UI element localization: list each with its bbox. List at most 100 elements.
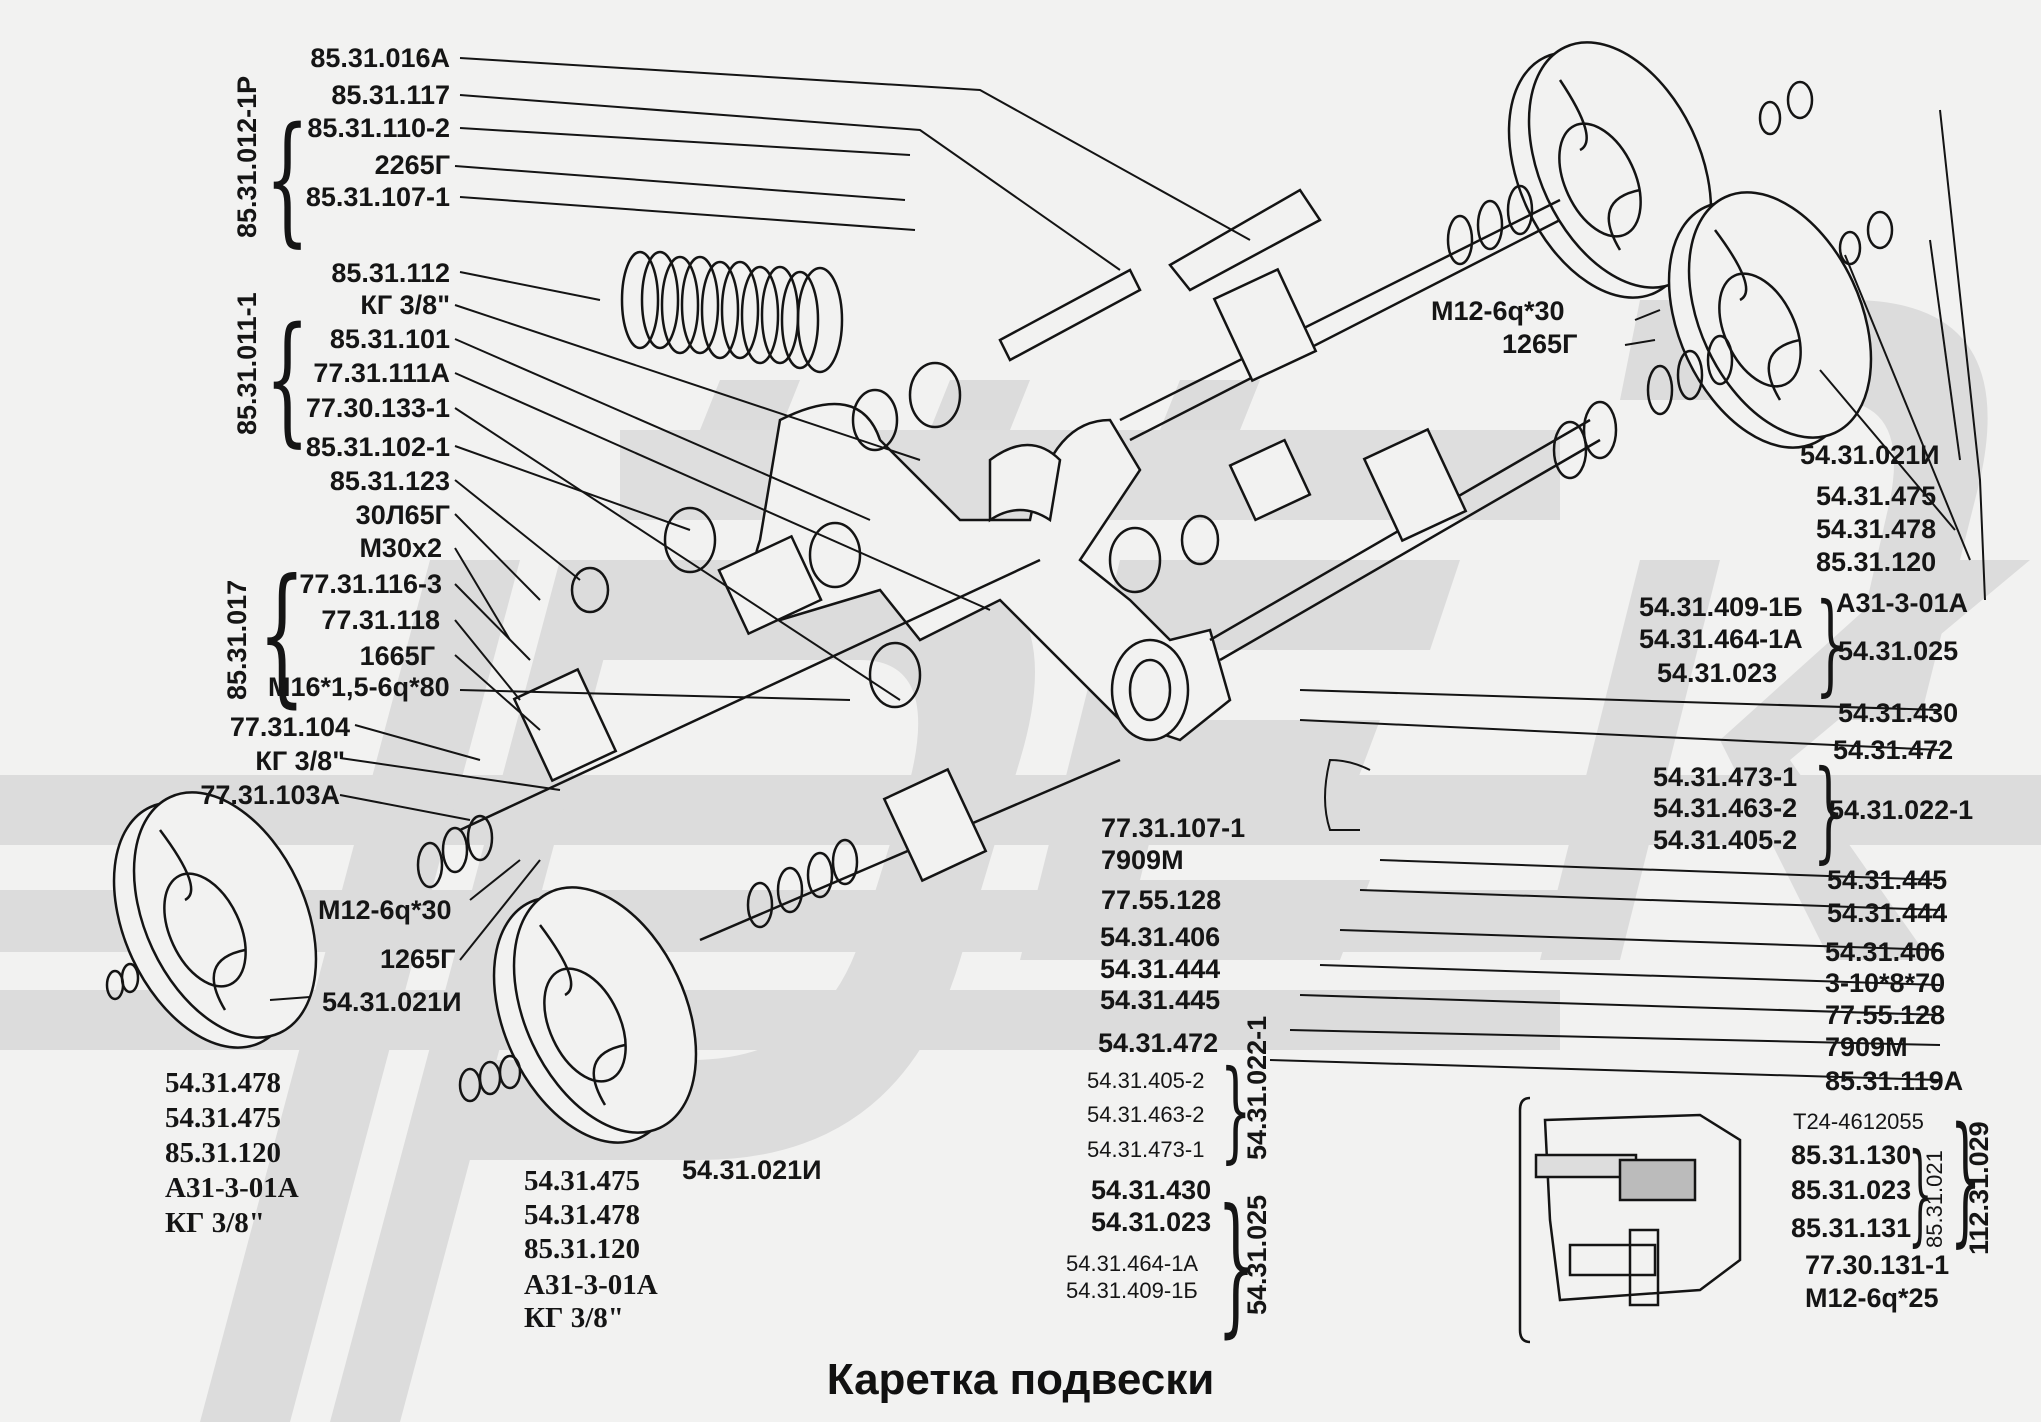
part-label[interactable]: КГ 3/8" <box>524 1302 624 1334</box>
part-label[interactable]: 54.31.021И <box>682 1155 822 1185</box>
part-label[interactable]: 54.31.409-1Б <box>1066 1278 1198 1303</box>
part-label[interactable]: М16*1,5-6q*80 <box>268 672 450 702</box>
part-label[interactable]: 54.31.406 <box>1825 937 1946 967</box>
group-label-54-31-022-1-right: 54.31.022-1 <box>1829 795 1974 825</box>
part-label[interactable]: 3-10*8*70 <box>1825 968 1946 998</box>
part-label[interactable]: КГ 3/8" <box>255 746 345 776</box>
part-label[interactable]: М12-6q*30 <box>318 895 452 925</box>
group-label-85-31-012-1p: 85.31.012-1Р <box>232 75 262 238</box>
part-label[interactable]: 54.31.430 <box>1091 1175 1212 1205</box>
part-label[interactable]: 54.31.464-1А <box>1066 1251 1199 1276</box>
part-label[interactable]: 85.31.130 <box>1791 1140 1912 1170</box>
part-label[interactable]: 54.31.023 <box>1657 658 1778 688</box>
diagram-title: Каретка подвески <box>826 1355 1215 1404</box>
part-label[interactable]: КГ 3/8" <box>165 1207 265 1239</box>
part-label[interactable]: А31-3-01А <box>524 1269 658 1301</box>
part-label[interactable]: 54.31.405-2 <box>1087 1068 1205 1093</box>
group-label-54-31-025-right: 54.31.025 <box>1838 636 1959 666</box>
part-label[interactable]: 54.31.464-1А <box>1639 624 1803 654</box>
part-label[interactable]: 54.31.475 <box>1816 481 1937 511</box>
part-label[interactable]: 1665Г <box>359 641 435 671</box>
part-label[interactable]: 85.31.112 <box>331 258 450 288</box>
part-label[interactable]: 85.31.117 <box>331 80 450 110</box>
part-label[interactable]: 77.31.103А <box>200 780 340 810</box>
part-label[interactable]: 85.31.023 <box>1791 1175 1912 1205</box>
group-label-54-31-022-1: 54.31.022-1 <box>1242 1015 1272 1160</box>
part-label[interactable]: А31-3-01А <box>1836 588 1969 618</box>
part-label[interactable]: 85.31.123 <box>329 466 450 496</box>
detail-inset <box>1518 1096 1742 1344</box>
watermark-letter-d <box>420 560 1035 1160</box>
part-label[interactable]: 54.31.478 <box>165 1067 281 1099</box>
part-label[interactable]: 54.31.405-2 <box>1653 825 1798 855</box>
part-label[interactable]: 85.31.107-1 <box>305 182 450 212</box>
coil-spring <box>620 250 844 374</box>
part-label[interactable]: 7909М <box>1825 1032 1908 1062</box>
brace: } <box>1220 1046 1252 1174</box>
part-label[interactable]: 85.31.101 <box>329 324 450 354</box>
part-label[interactable]: 30Л65Г <box>355 500 450 530</box>
part-label[interactable]: 1265Г <box>1502 329 1578 359</box>
part-label[interactable]: 54.31.445 <box>1100 985 1221 1015</box>
part-label[interactable]: 54.31.478 <box>524 1199 640 1231</box>
part-label[interactable]: 54.31.409-1Б <box>1639 592 1803 622</box>
part-label[interactable]: Т24-4612055 <box>1793 1109 1924 1134</box>
bearing-housings <box>512 267 1468 883</box>
part-label[interactable]: А31-3-01А <box>165 1172 299 1204</box>
brace: } <box>1908 1129 1933 1257</box>
part-label[interactable]: 85.31.119А <box>1825 1066 1964 1096</box>
part-label[interactable]: 77.31.116-3 <box>299 569 442 599</box>
part-label[interactable]: 54.31.475 <box>165 1102 281 1134</box>
part-label[interactable]: 54.31.473-1 <box>1653 762 1798 792</box>
part-label[interactable]: 54.31.475 <box>524 1165 640 1197</box>
group-label-85-31-021: 85.31.021 <box>1922 1150 1947 1248</box>
part-label[interactable]: 85.31.131 <box>1791 1213 1912 1243</box>
part-label[interactable]: 85.31.120 <box>165 1137 281 1169</box>
part-label[interactable]: 54.31.430 <box>1838 698 1959 728</box>
part-label[interactable]: 77.30.133-1 <box>305 393 450 423</box>
group-label-54-31-025: 54.31.025 <box>1242 1194 1272 1315</box>
part-label[interactable]: 54.31.021И <box>1800 440 1940 470</box>
part-label[interactable]: 54.31.021И <box>322 987 462 1017</box>
part-label[interactable]: 77.55.128 <box>1825 1000 1946 1030</box>
brace: { <box>265 298 310 461</box>
part-label[interactable]: 54.31.478 <box>1816 514 1937 544</box>
wheel-left <box>112 791 318 1049</box>
part-label[interactable]: 77.55.128 <box>1101 885 1222 915</box>
part-label[interactable]: 1265Г <box>380 944 456 974</box>
part-label[interactable]: 7909М <box>1101 845 1184 875</box>
watermark-slash <box>200 560 520 1422</box>
part-label[interactable]: 85.31.016А <box>310 43 450 73</box>
part-label[interactable]: 77.30.131-1 <box>1805 1250 1950 1280</box>
part-label[interactable]: 54.31.463-2 <box>1087 1102 1205 1127</box>
part-label[interactable]: 54.31.463-2 <box>1653 793 1798 823</box>
part-label[interactable]: 54.31.473-1 <box>1087 1137 1205 1162</box>
part-label[interactable]: 85.31.102-1 <box>305 432 450 462</box>
brace: } <box>1813 746 1845 874</box>
part-label[interactable]: 54.31.023 <box>1091 1207 1212 1237</box>
watermark-band <box>0 775 2041 845</box>
part-label[interactable]: 54.31.445 <box>1827 865 1948 895</box>
watermark-gear-tooth <box>700 380 800 430</box>
part-label[interactable]: М30х2 <box>359 533 442 563</box>
part-label[interactable]: 54.31.472 <box>1833 735 1954 765</box>
part-label[interactable]: 2265Г <box>374 150 450 180</box>
part-label[interactable]: 54.31.444 <box>1827 898 1948 928</box>
part-label[interactable]: 85.31.110-2 <box>307 113 450 143</box>
part-label[interactable]: КГ 3/8" <box>360 290 450 320</box>
part-label[interactable]: 54.31.406 <box>1100 922 1221 952</box>
part-label[interactable]: 77.31.118 <box>321 605 440 635</box>
part-label[interactable]: 77.31.104 <box>229 712 350 742</box>
part-label[interactable]: 77.31.111А <box>313 358 450 388</box>
part-label[interactable]: 54.31.444 <box>1100 954 1221 984</box>
part-label[interactable]: М12-6q*30 <box>1431 296 1565 326</box>
part-label[interactable]: 85.31.120 <box>1816 547 1937 577</box>
part-label[interactable]: М12-6q*25 <box>1805 1283 1939 1313</box>
part-label[interactable]: 77.31.107-1 <box>1101 813 1246 843</box>
suspension-arm <box>752 388 1232 742</box>
part-label[interactable]: 85.31.120 <box>524 1233 640 1265</box>
part-label[interactable]: 54.31.472 <box>1098 1028 1219 1058</box>
